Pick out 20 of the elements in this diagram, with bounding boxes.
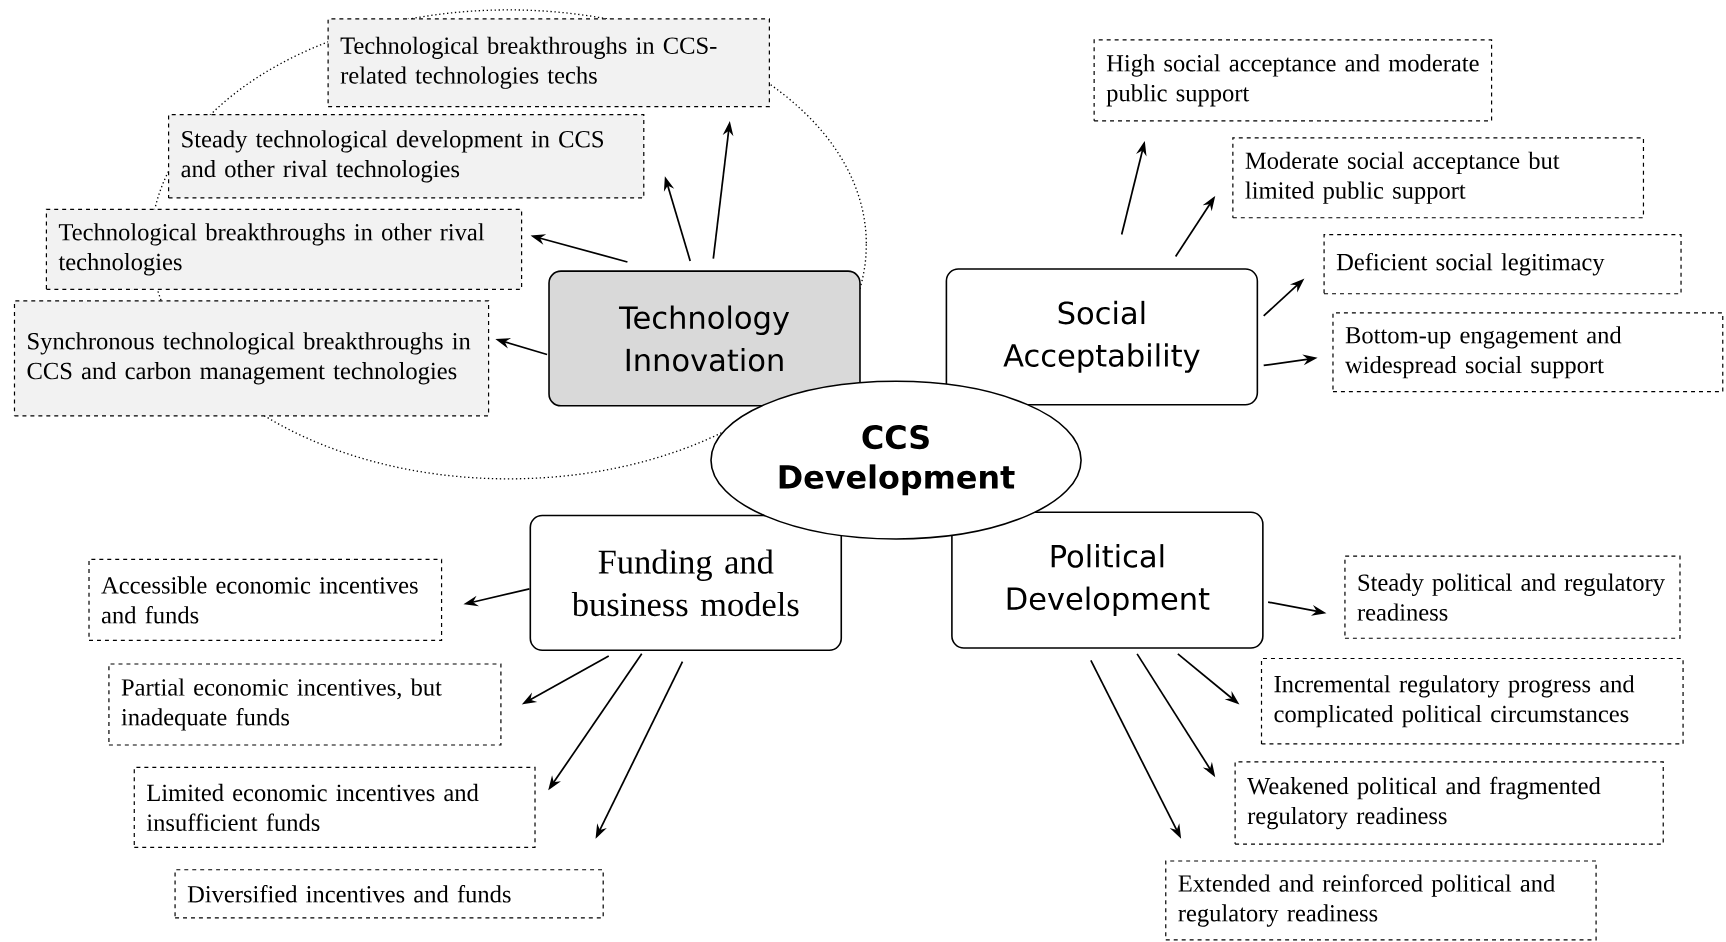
category-box: Technology Innovation [548, 270, 861, 407]
scenario-box: Bottom-up engagement and widespread social support [1332, 312, 1724, 393]
scenario-box: Limited economic incentives and insufficient funds [133, 766, 536, 848]
scenario-box: Moderate social acceptance but limited public support [1232, 137, 1645, 219]
scenario-box: High social acceptance and moderate public support [1093, 39, 1493, 122]
scenario-box: Incremental regulatory progress and complicated political circumstances [1260, 657, 1684, 745]
scenario-box: Accessible economic incentives and funds [88, 558, 443, 641]
scenario-box: Technological breakthroughs in other rival technologies [45, 208, 523, 290]
scenario-box: Steady technological development in CCS and other rival technologies [168, 114, 645, 199]
scenario-box: Technological breakthroughs in CCS-related technologies techs [327, 18, 770, 107]
category-box: Social Acceptability [945, 268, 1259, 406]
scenario-box: Deficient social legitimacy [1323, 233, 1682, 295]
scenario-box: Diversified incentives and funds [174, 869, 604, 919]
scenario-box: Extended and reinforced political and regulatory readiness [1165, 860, 1597, 941]
category-box: Political Development [951, 511, 1264, 649]
scenario-box: Partial economic incentives, but inadequate funds [108, 663, 502, 746]
scenario-box: Weakened political and fragmented regulatory readiness [1234, 761, 1664, 845]
scenario-box: Steady political and regulatory readiness [1344, 555, 1681, 639]
scenario-box: Synchronous technological breakthroughs in CCS and carbon management technologies [13, 300, 490, 417]
category-box: Funding and business models [529, 514, 843, 651]
